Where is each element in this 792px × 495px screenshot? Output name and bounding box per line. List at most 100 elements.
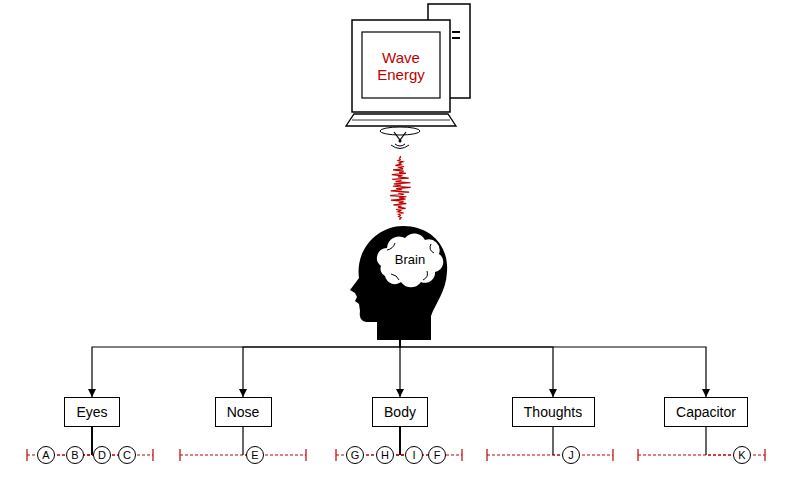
callout-letter: B — [71, 450, 78, 461]
bar-end-tick — [612, 449, 613, 461]
process-box: Body — [372, 397, 428, 427]
antenna — [394, 132, 406, 140]
callout-letter: G — [351, 450, 360, 461]
connector — [400, 340, 706, 397]
connector — [84, 427, 92, 455]
node-label: Eyes — [76, 404, 107, 420]
connector-line — [706, 454, 733, 455]
bar-end-tick — [26, 449, 27, 461]
callout-circle: C — [118, 446, 136, 464]
node-label: Brain — [380, 253, 440, 268]
callout-circle: I — [405, 446, 423, 464]
connector-line — [91, 427, 92, 455]
node-label: Thoughts — [524, 404, 582, 420]
process-box: Nose — [215, 397, 272, 427]
callout-letter: E — [251, 450, 258, 461]
callout-circle: K — [733, 446, 751, 464]
connector-line — [399, 427, 400, 455]
head-silhouette — [350, 226, 447, 340]
connector — [400, 427, 405, 455]
connector — [92, 340, 400, 397]
connector-line — [553, 454, 562, 455]
connector-line — [399, 427, 400, 455]
callout-letter: A — [42, 450, 49, 461]
bar-end-tick — [637, 449, 638, 461]
callout-letter: J — [568, 450, 574, 461]
tower-slot — [452, 31, 460, 33]
node-label: Capacitor — [676, 404, 736, 420]
process-box: Capacitor — [664, 397, 748, 427]
bar-end-tick — [335, 449, 336, 461]
head-illustration — [347, 222, 453, 340]
connector-line — [91, 427, 92, 455]
signal-arc — [395, 144, 405, 146]
node-label: Body — [384, 404, 416, 420]
monitor-frame — [352, 20, 450, 112]
connector-line — [84, 454, 92, 455]
brain-fold — [391, 274, 399, 280]
callout-letter: I — [412, 450, 415, 461]
callout-circle: B — [66, 446, 84, 464]
brain-fold — [387, 243, 395, 250]
connector — [706, 427, 733, 455]
bar-end-tick — [305, 449, 306, 461]
connector — [400, 340, 401, 397]
callout-letter: D — [98, 450, 106, 461]
tower-slot — [452, 37, 460, 39]
dashed-bar — [487, 449, 613, 461]
callout-circle: E — [246, 446, 264, 464]
callout-letter: K — [738, 450, 745, 461]
process-box: Thoughts — [512, 397, 595, 427]
process-box: Eyes — [64, 397, 120, 427]
brain-node: Brain — [347, 222, 453, 340]
brain-shape — [377, 234, 443, 288]
signal-arc — [391, 145, 409, 149]
callout-circle: G — [346, 446, 364, 464]
brain-fold — [423, 271, 428, 280]
connector-line — [705, 427, 706, 455]
connector — [243, 340, 400, 397]
connector — [400, 340, 553, 397]
connector-line — [399, 427, 400, 455]
callout-circle: A — [37, 446, 55, 464]
connector-line — [399, 340, 400, 397]
bar-end-tick — [152, 449, 153, 461]
node-label: Wave Energy — [371, 49, 431, 84]
antenna-dish — [380, 127, 420, 135]
monitor-screen — [362, 32, 440, 98]
connector-line — [390, 156, 411, 220]
connector — [553, 427, 562, 455]
connector — [243, 427, 246, 455]
brain-fold — [430, 244, 434, 253]
connector-line — [91, 427, 92, 455]
keyboard — [346, 114, 456, 126]
dashed-line — [487, 455, 613, 456]
bar-end-tick — [179, 449, 180, 461]
node-label: Nose — [227, 404, 260, 420]
connector-line — [243, 340, 400, 397]
connector-line — [394, 454, 400, 455]
callout-letter: H — [381, 450, 389, 461]
connector — [394, 427, 400, 455]
callout-letter: C — [123, 450, 131, 461]
connector-line — [91, 427, 92, 455]
connector-line — [92, 340, 400, 397]
keyboard-row — [352, 120, 450, 121]
connector — [390, 156, 411, 220]
connector-line — [242, 427, 243, 455]
callout-circle: H — [376, 446, 394, 464]
bar-end-tick — [764, 449, 765, 461]
bar-end-tick — [486, 449, 487, 461]
connector-line — [400, 340, 706, 397]
connector-line — [400, 340, 553, 397]
connector-line — [399, 427, 400, 455]
antenna-tip — [399, 140, 402, 143]
callout-letter: F — [434, 450, 441, 461]
computer-node: Wave Energy — [340, 2, 460, 152]
connector-line — [552, 427, 553, 455]
callout-circle: D — [93, 446, 111, 464]
bar-end-tick — [461, 449, 462, 461]
callout-circle: J — [562, 446, 580, 464]
callout-circle: F — [428, 446, 446, 464]
